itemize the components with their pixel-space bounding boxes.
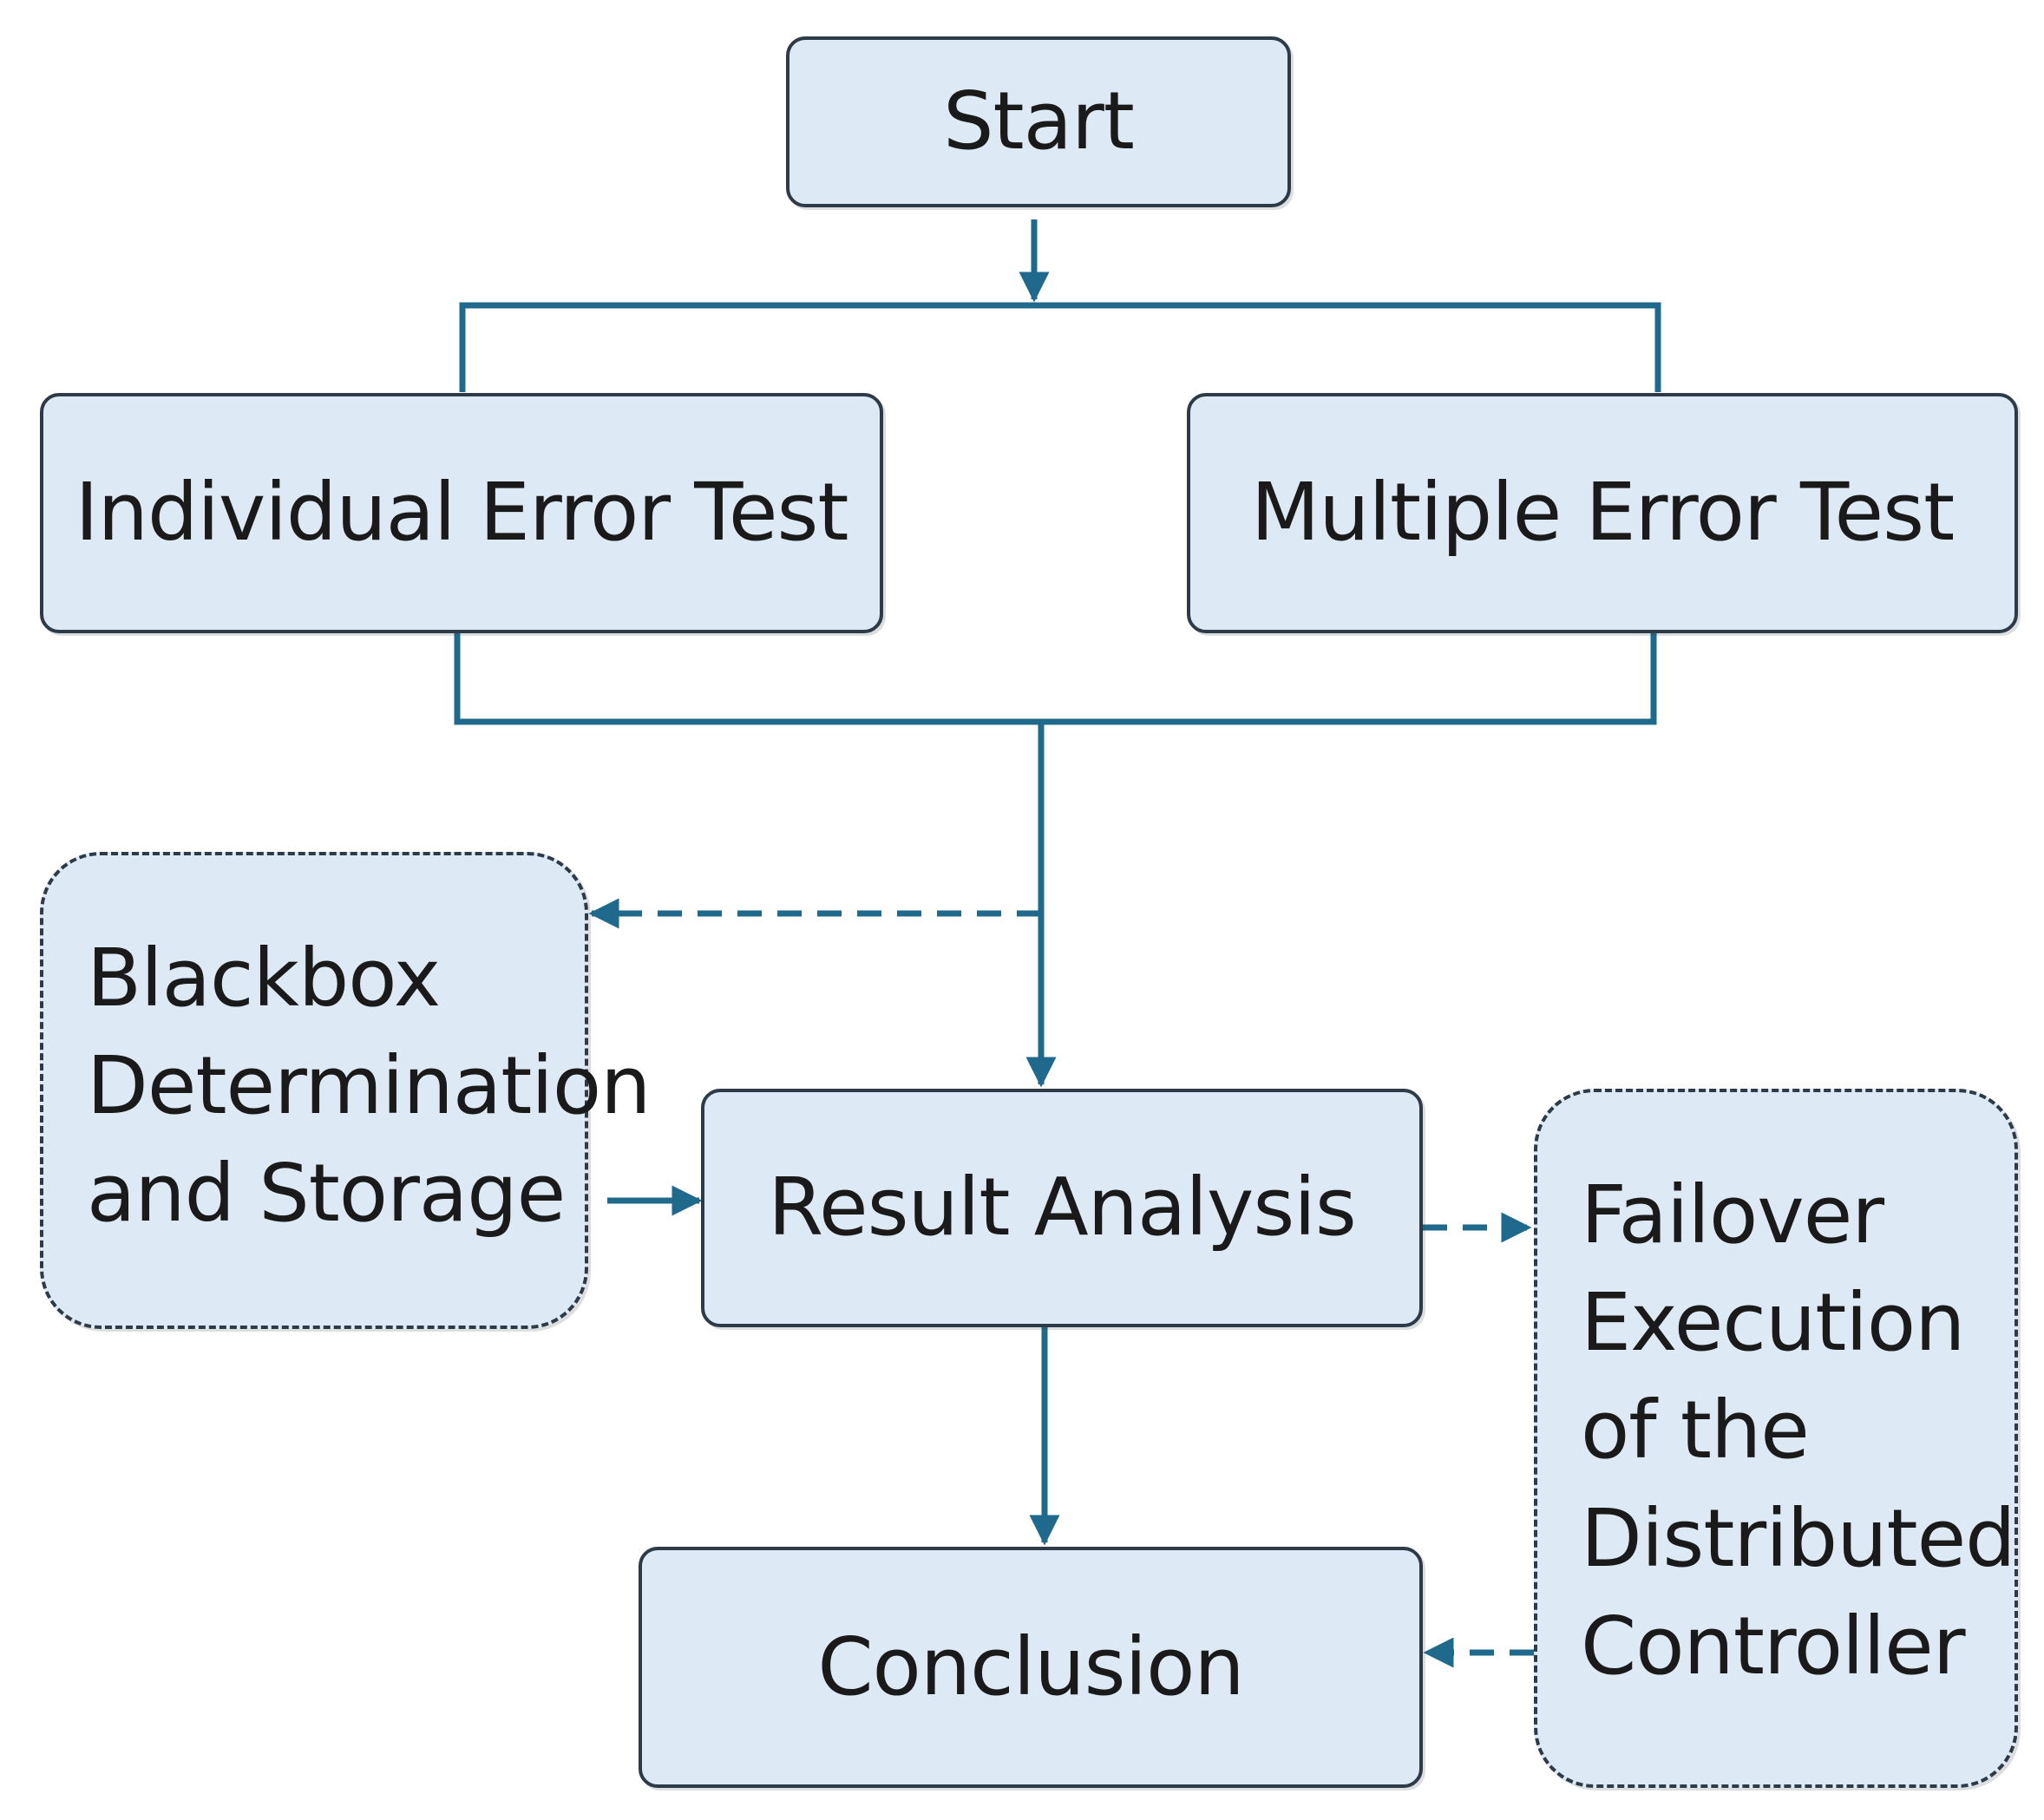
node-blackbox-storage-label: Blackbox Determination and Storage	[87, 932, 651, 1241]
node-multiple-error-test-label: Multiple Error Test	[1250, 466, 1955, 560]
node-start: Start	[786, 36, 1291, 207]
node-blackbox-storage: Blackbox Determination and Storage	[40, 852, 651, 1329]
edge-split-bar	[459, 302, 1661, 392]
node-conclusion: Conclusion	[639, 1547, 1423, 1788]
node-individual-error-test: Individual Error Test	[40, 393, 883, 633]
node-result-analysis: Result Analysis	[701, 1089, 1423, 1327]
node-result-analysis-label: Result Analysis	[768, 1161, 1357, 1254]
edge-merge-bar	[454, 633, 1657, 725]
node-failover-execution-label: Failover Execution of the Distributed Co…	[1581, 1169, 2016, 1692]
node-multiple-error-test: Multiple Error Test	[1187, 393, 2018, 633]
node-failover-execution: Failover Execution of the Distributed Co…	[1534, 1089, 2018, 1788]
node-individual-error-test-label: Individual Error Test	[75, 466, 849, 560]
node-start-label: Start	[943, 75, 1135, 168]
node-conclusion-label: Conclusion	[817, 1620, 1244, 1713]
